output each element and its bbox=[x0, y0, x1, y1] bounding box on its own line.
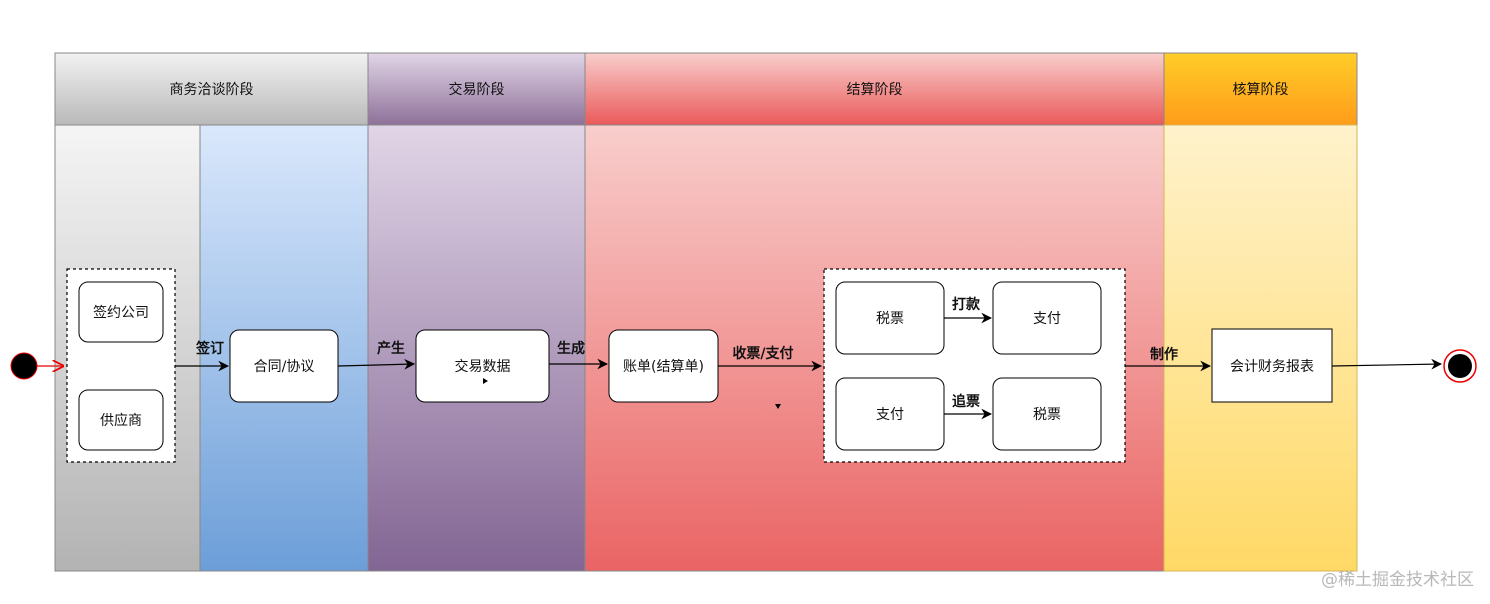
svg-text:会计财务报表: 会计财务报表 bbox=[1230, 359, 1314, 375]
phase-header-transaction: 交易阶段 bbox=[367, 52, 586, 126]
end-node bbox=[1443, 349, 1477, 383]
edge-transfer-label: 打款 bbox=[952, 296, 981, 313]
svg-text:税票: 税票 bbox=[1033, 407, 1061, 423]
phase-header-negotiation: 商务洽谈阶段 bbox=[54, 52, 369, 126]
svg-text:结算阶段: 结算阶段 bbox=[847, 82, 903, 98]
edge-produce bbox=[337, 358, 416, 370]
svg-text:商务洽谈阶段: 商务洽谈阶段 bbox=[170, 82, 254, 98]
node-bill: 账单(结算单) bbox=[608, 329, 719, 403]
node-contract: 合同/协议 bbox=[229, 329, 339, 403]
edge-chase-label: 追票 bbox=[952, 393, 980, 410]
svg-text:交易数据: 交易数据 bbox=[455, 358, 511, 375]
edge-make-label: 制作 bbox=[1150, 346, 1178, 363]
svg-text:支付: 支付 bbox=[1033, 311, 1061, 327]
cursor-mark bbox=[483, 378, 488, 384]
cursor-mark-2 bbox=[775, 404, 781, 409]
edge-produce-label: 产生 bbox=[377, 340, 405, 357]
node-trade-data: 交易数据 bbox=[415, 329, 550, 403]
node-payment-1: 支付 bbox=[992, 281, 1102, 355]
svg-text:交易阶段: 交易阶段 bbox=[449, 81, 505, 98]
edge-sign-label: 签订 bbox=[195, 340, 224, 357]
phase-header-settlement: 结算阶段 bbox=[584, 52, 1165, 126]
edge-receive-pay-label: 收票/支付 bbox=[732, 345, 793, 362]
svg-text:账单(结算单): 账单(结算单) bbox=[623, 359, 704, 375]
svg-text:合同/协议: 合同/协议 bbox=[254, 359, 315, 375]
node-tax-invoice-1: 税票 bbox=[835, 281, 945, 355]
svg-text:支付: 支付 bbox=[876, 407, 904, 423]
node-payment-2: 支付 bbox=[835, 377, 945, 451]
node-report: 会计财务报表 bbox=[1211, 328, 1333, 403]
edge-generate-label: 生成 bbox=[557, 340, 585, 357]
node-sign-company: 签约公司 bbox=[78, 281, 164, 343]
node-supplier: 供应商 bbox=[78, 389, 164, 451]
start-node bbox=[10, 352, 38, 380]
svg-text:供应商: 供应商 bbox=[100, 412, 142, 429]
watermark: @稀土掘金技术社区 bbox=[1321, 570, 1474, 590]
node-tax-invoice-2: 税票 bbox=[992, 377, 1102, 451]
edge-end bbox=[1331, 358, 1443, 370]
svg-text:签约公司: 签约公司 bbox=[93, 304, 149, 321]
svg-text:核算阶段: 核算阶段 bbox=[1233, 82, 1289, 98]
svg-text:税票: 税票 bbox=[876, 311, 904, 327]
phase-header-accounting: 核算阶段 bbox=[1163, 52, 1358, 126]
